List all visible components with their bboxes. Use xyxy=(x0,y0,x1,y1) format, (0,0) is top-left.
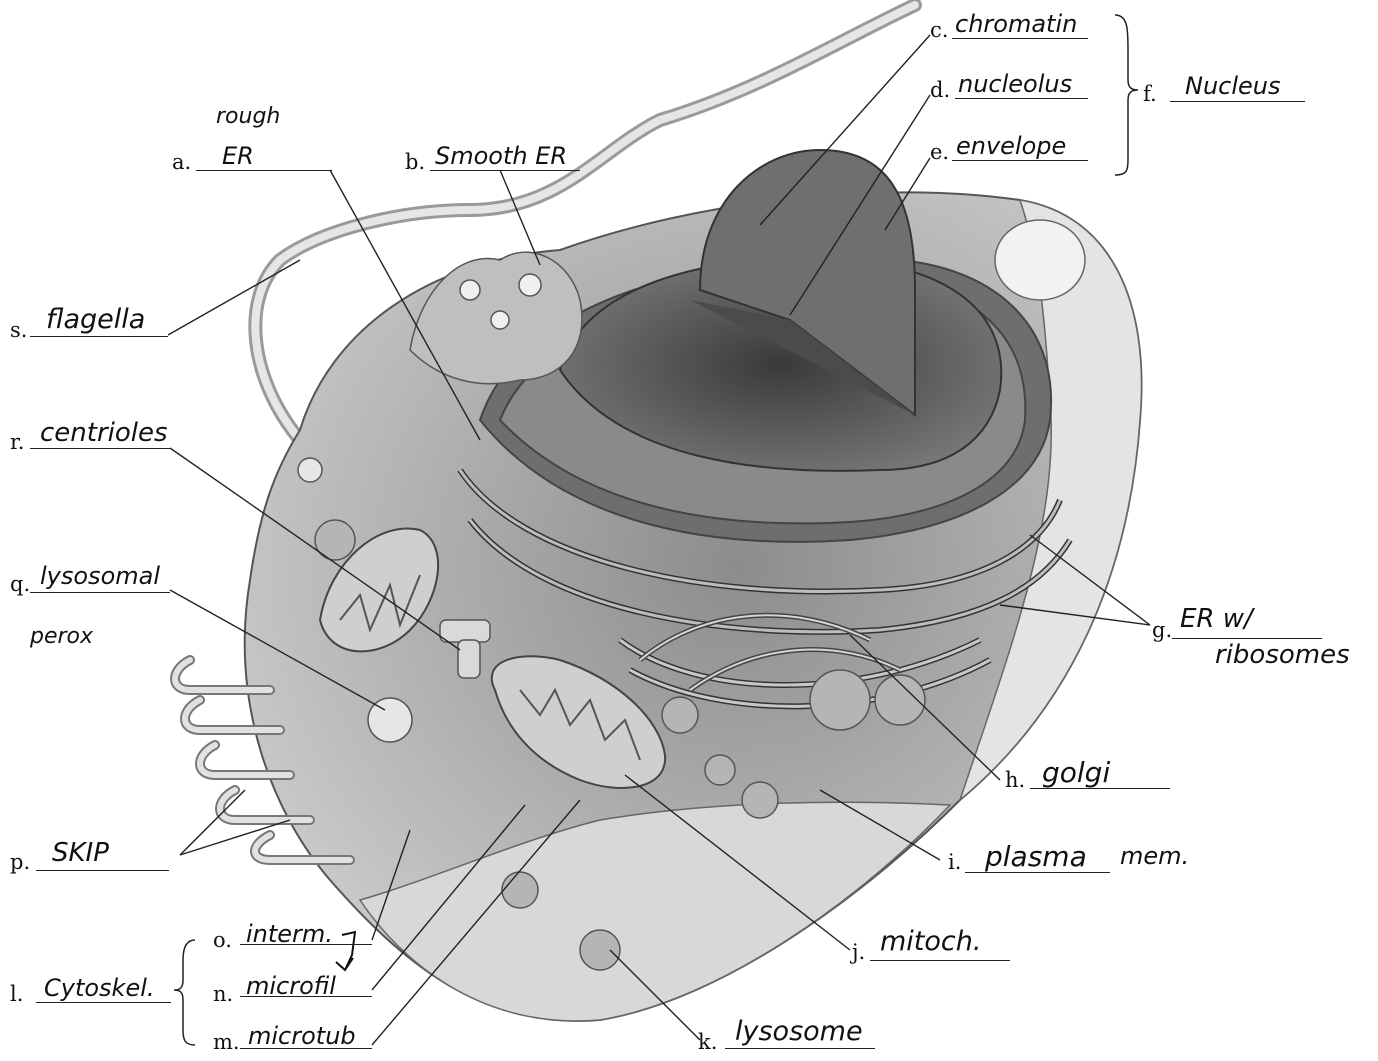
label-c-underline xyxy=(952,38,1088,39)
label-i-underline xyxy=(965,872,1110,873)
label-i-note: mem. xyxy=(1120,842,1189,870)
label-h-answer: golgi xyxy=(1042,756,1110,789)
label-s-letter: s. xyxy=(10,318,27,342)
label-q-answer: lysosomal xyxy=(40,562,160,590)
nucleus-brace xyxy=(1115,15,1138,175)
label-e-letter: e. xyxy=(930,140,949,164)
label-o-underline xyxy=(240,944,372,945)
label-r-underline xyxy=(30,448,170,449)
label-a-answer: ER xyxy=(222,142,254,170)
label-h-letter: h. xyxy=(1005,768,1025,792)
label-q-underline xyxy=(30,592,170,593)
label-d-letter: d. xyxy=(930,78,950,102)
label-m-answer: microtub xyxy=(248,1022,356,1050)
label-m-underline xyxy=(240,1048,372,1049)
label-r-letter: r. xyxy=(10,430,24,454)
label-i-answer: plasma xyxy=(985,840,1087,873)
label-a-note: rough xyxy=(216,104,280,129)
label-i-letter: i. xyxy=(948,850,961,874)
label-q-letter: q. xyxy=(10,572,30,596)
label-j-answer: mitoch. xyxy=(880,926,981,957)
label-d-underline xyxy=(955,98,1088,99)
label-p-answer: SKIP xyxy=(52,838,109,868)
label-a-underline xyxy=(196,170,332,171)
smooth-er-shape xyxy=(410,252,582,384)
label-q-note: perox xyxy=(30,624,93,649)
label-k-answer: lysosome xyxy=(735,1016,863,1047)
label-k-letter: k. xyxy=(698,1030,717,1054)
label-j-underline xyxy=(870,960,1010,961)
label-a-letter: a. xyxy=(172,150,191,174)
label-m-letter: m. xyxy=(213,1030,240,1054)
label-n-letter: n. xyxy=(213,982,233,1006)
label-l-underline xyxy=(36,1002,171,1003)
label-f-letter: f. xyxy=(1143,82,1157,106)
label-p-underline xyxy=(36,870,169,871)
label-s-answer: flagella xyxy=(46,304,145,335)
label-l-answer: Cytoskel. xyxy=(44,974,155,1002)
cytoskeleton-brace xyxy=(174,940,195,1045)
label-n-underline xyxy=(240,996,372,997)
arrow-annotation xyxy=(336,932,355,970)
label-g-underline xyxy=(1172,638,1322,639)
label-c-answer: chromatin xyxy=(955,10,1077,38)
label-d-answer: nucleolus xyxy=(958,70,1072,98)
label-r-answer: centrioles xyxy=(40,418,168,448)
label-e-answer: envelope xyxy=(956,132,1066,160)
label-c-letter: c. xyxy=(930,18,948,42)
label-f-underline xyxy=(1170,101,1305,102)
label-g-letter: g. xyxy=(1152,618,1172,642)
label-b-letter: b. xyxy=(405,150,425,174)
label-h-underline xyxy=(1030,788,1170,789)
label-b-underline xyxy=(430,170,580,171)
label-o-letter: o. xyxy=(213,928,232,952)
label-g-answer-line2: ribosomes xyxy=(1215,640,1350,670)
label-p-letter: p. xyxy=(10,850,30,874)
label-s-underline xyxy=(30,336,168,337)
label-k-underline xyxy=(725,1048,875,1049)
label-g-answer: ER w/ xyxy=(1180,604,1253,634)
label-l-letter: l. xyxy=(10,982,23,1006)
label-b-answer: Smooth ER xyxy=(435,142,567,170)
label-e-underline xyxy=(952,160,1088,161)
label-f-answer: Nucleus xyxy=(1185,72,1281,100)
label-j-letter: j. xyxy=(852,940,865,964)
